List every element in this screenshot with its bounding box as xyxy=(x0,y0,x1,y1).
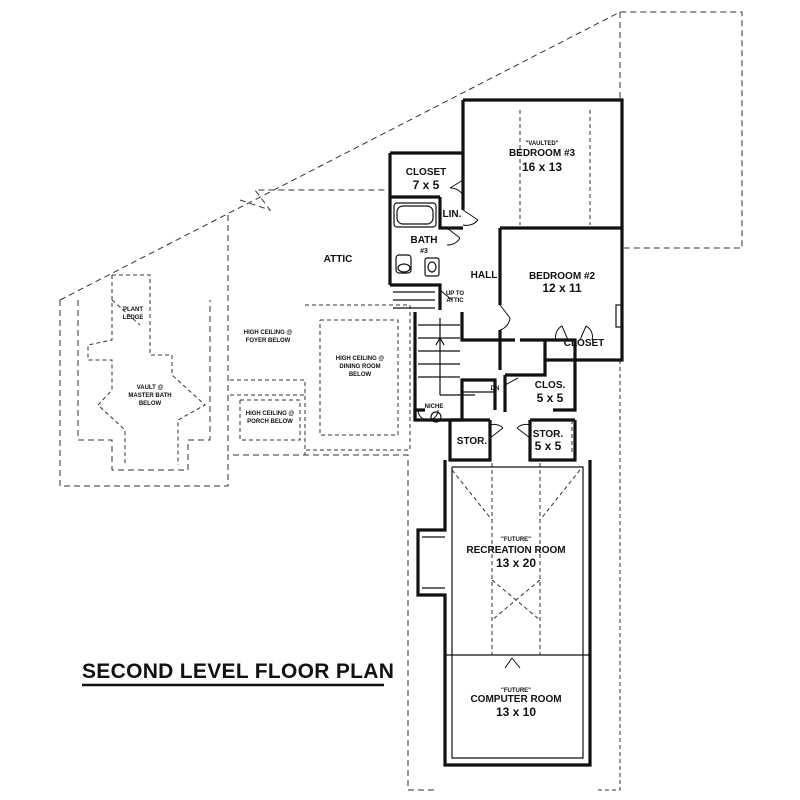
doors xyxy=(417,179,623,669)
porch-below-1: HIGH CEILING @ xyxy=(246,411,295,417)
plan-title: SECOND LEVEL FLOOR PLAN xyxy=(82,660,394,687)
porch-below-2: PORCH BELOW xyxy=(247,419,293,425)
stairs xyxy=(393,291,495,396)
plant-ledge-2: LEDGE xyxy=(123,315,144,321)
recreation-size: 13 x 20 xyxy=(496,556,536,570)
attic-label: ATTIC xyxy=(324,254,353,265)
room-labels: "VAULTED" BEDROOM #3 16 x 13 CLOSET 7 x … xyxy=(123,141,605,719)
closet-top-size: 7 x 5 xyxy=(413,178,440,192)
stor-right-name: STOR. xyxy=(533,429,564,440)
stor-left-label: STOR. xyxy=(457,436,488,447)
closet-top-name: CLOSET xyxy=(406,167,447,178)
recreation-name: RECREATION ROOM xyxy=(466,545,565,556)
up-to-attic-1: UP TO xyxy=(446,291,464,297)
plan-title-text: SECOND LEVEL FLOOR PLAN xyxy=(82,660,394,683)
clos-name: CLOS. xyxy=(535,380,566,391)
dn-label: DN xyxy=(491,386,500,392)
dining-below-2: DINING ROOM xyxy=(339,364,380,370)
master-bath-below-1: VAULT @ xyxy=(137,385,164,391)
plant-ledge-1: PLANT xyxy=(123,307,143,313)
computer-size: 13 x 10 xyxy=(496,705,536,719)
bedroom3-name: BEDROOM #3 xyxy=(509,148,576,159)
roof-outline xyxy=(59,11,743,791)
master-bath-vault-outline xyxy=(77,274,211,471)
master-bath-below-2: MASTER BATH xyxy=(128,393,171,399)
master-bath-below-3: BELOW xyxy=(139,401,162,407)
foyer-below-2: FOYER BELOW xyxy=(246,338,291,344)
bedroom2-name: BEDROOM #2 xyxy=(529,271,596,282)
computer-name: COMPUTER ROOM xyxy=(470,694,561,705)
bedroom2-size: 12 x 11 xyxy=(542,281,582,295)
foyer-below-1: HIGH CEILING @ xyxy=(244,330,293,336)
stor-right-size: 5 x 5 xyxy=(535,439,562,453)
exterior-walls xyxy=(388,98,624,767)
dining-below-3: BELOW xyxy=(349,372,372,378)
bath-fixtures xyxy=(393,202,440,277)
bedroom3-note: "VAULTED" xyxy=(525,141,558,147)
up-to-attic-2: ATTIC xyxy=(446,298,464,304)
closet-right-label: CLOSET xyxy=(564,338,605,349)
hall-label: HALL xyxy=(471,270,498,281)
bath3-name: BATH xyxy=(410,235,437,246)
bath3-num: #3 xyxy=(420,248,428,255)
roof-hip-lines xyxy=(451,110,591,655)
lin-label: LIN. xyxy=(443,209,462,220)
niche-label: NICHE xyxy=(425,404,444,410)
bedroom3-size: 16 x 13 xyxy=(522,160,562,174)
recreation-note: "FUTURE" xyxy=(501,537,531,543)
computer-note: "FUTURE" xyxy=(501,688,531,694)
clos-size: 5 x 5 xyxy=(537,391,564,405)
dining-below-1: HIGH CEILING @ xyxy=(336,356,385,362)
